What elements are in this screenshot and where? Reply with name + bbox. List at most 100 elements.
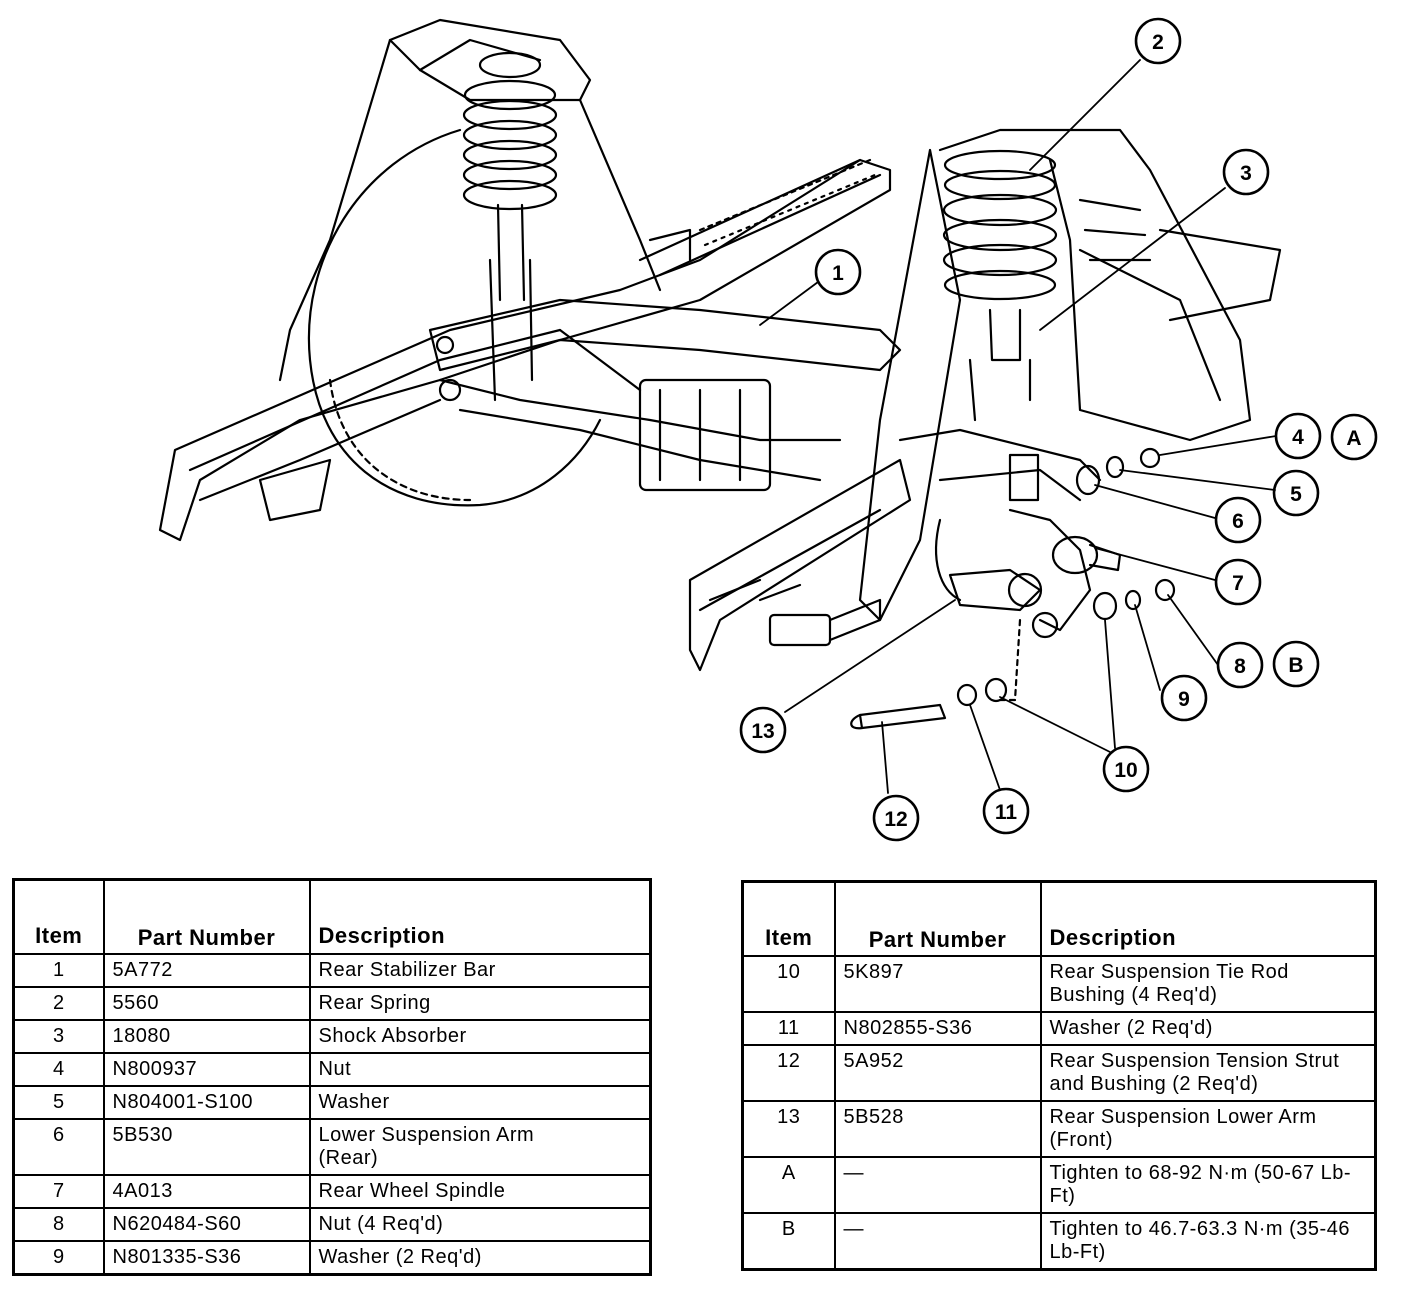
callouts: 1 2 3 4 5 6 7 8 9 10 11 12 13 A B bbox=[739, 17, 1378, 842]
left-frame-rail bbox=[158, 158, 892, 542]
callout-9: 9 bbox=[1160, 674, 1208, 722]
header-description: Description bbox=[308, 878, 652, 955]
callout-4: 4 bbox=[1274, 412, 1322, 460]
row-part-number: 5K897 bbox=[833, 955, 1042, 1013]
svg-text:2: 2 bbox=[1152, 31, 1164, 54]
row-description: Shock Absorber bbox=[308, 1019, 652, 1054]
row-item: 7 bbox=[12, 1174, 105, 1209]
row-item: A bbox=[741, 1156, 836, 1214]
row-description: Rear Suspension Tie Rod Bushing (4 Req'd… bbox=[1039, 955, 1377, 1013]
row-part-number: 5B528 bbox=[833, 1100, 1042, 1158]
row-description: Nut bbox=[308, 1052, 652, 1087]
callout-11: 11 bbox=[982, 787, 1030, 835]
row-description: Rear Suspension Tension Strut and Bushin… bbox=[1039, 1044, 1377, 1102]
table-header: Item Part Number Description bbox=[741, 880, 1377, 957]
row-item: 5 bbox=[12, 1085, 105, 1120]
row-description: Rear Spring bbox=[308, 986, 652, 1021]
row-item: 8 bbox=[12, 1207, 105, 1242]
row-item: B bbox=[741, 1212, 836, 1271]
row-item: 1 bbox=[12, 953, 105, 988]
svg-text:7: 7 bbox=[1232, 572, 1244, 595]
exploded-hardware bbox=[850, 447, 1176, 730]
row-item: 10 bbox=[741, 955, 836, 1013]
svg-text:12: 12 bbox=[884, 808, 907, 831]
rear-axle-assembly bbox=[428, 298, 902, 492]
lower-rail bbox=[688, 458, 912, 672]
row-part-number: N800937 bbox=[102, 1052, 311, 1087]
row-description: Tighten to 68-92 N·m (50-67 Lb-Ft) bbox=[1039, 1156, 1377, 1214]
row-part-number: 4A013 bbox=[102, 1174, 311, 1209]
row-description: Tighten to 46.7-63.3 N·m (35-46 Lb-Ft) bbox=[1039, 1212, 1377, 1271]
suspension-diagram: 1 2 3 4 5 6 7 8 9 10 11 12 13 A B bbox=[158, 17, 1378, 842]
left-wheel-well bbox=[307, 128, 602, 507]
table-row: A—Tighten to 68-92 N·m (50-67 Lb-Ft) bbox=[741, 1156, 1377, 1214]
row-description: Washer bbox=[308, 1085, 652, 1120]
row-part-number: 5B530 bbox=[102, 1118, 311, 1176]
table-header: Item Part Number Description bbox=[12, 878, 652, 955]
row-part-number: — bbox=[833, 1212, 1042, 1271]
right-coil-spring bbox=[942, 149, 1058, 422]
header-description: Description bbox=[1039, 880, 1377, 957]
svg-text:3: 3 bbox=[1240, 162, 1252, 185]
svg-text:9: 9 bbox=[1178, 688, 1190, 711]
row-item: 12 bbox=[741, 1044, 836, 1102]
callout-8: 8 bbox=[1216, 641, 1264, 689]
callout-13: 13 bbox=[739, 706, 787, 754]
svg-text:6: 6 bbox=[1232, 510, 1244, 533]
callout-1: 1 bbox=[814, 248, 862, 296]
svg-text:11: 11 bbox=[995, 801, 1018, 824]
right-shock-tower bbox=[938, 128, 1282, 442]
row-description: Rear Suspension Lower Arm (Front) bbox=[1039, 1100, 1377, 1158]
svg-text:A: A bbox=[1346, 427, 1361, 450]
row-item: 6 bbox=[12, 1118, 105, 1176]
header-item: Item bbox=[741, 880, 836, 957]
row-description: Rear Stabilizer Bar bbox=[308, 953, 652, 988]
left-coil-spring bbox=[462, 79, 558, 402]
callout-12: 12 bbox=[872, 794, 920, 842]
left-shock-tower bbox=[278, 18, 662, 382]
svg-text:B: B bbox=[1288, 654, 1303, 677]
row-item: 3 bbox=[12, 1019, 105, 1054]
callout-B: B bbox=[1272, 640, 1320, 688]
callout-5: 5 bbox=[1272, 469, 1320, 517]
svg-text:5: 5 bbox=[1290, 483, 1302, 506]
row-item: 9 bbox=[12, 1240, 105, 1276]
svg-text:4: 4 bbox=[1292, 426, 1304, 449]
row-part-number: 5560 bbox=[102, 986, 311, 1021]
row-item: 11 bbox=[741, 1011, 836, 1046]
svg-text:10: 10 bbox=[1114, 759, 1137, 782]
row-item: 13 bbox=[741, 1100, 836, 1158]
row-part-number: — bbox=[833, 1156, 1042, 1214]
row-part-number: N801335-S36 bbox=[102, 1240, 311, 1276]
header-item: Item bbox=[12, 878, 105, 955]
callout-2: 2 bbox=[1134, 17, 1182, 65]
svg-text:1: 1 bbox=[832, 262, 844, 285]
callout-6: 6 bbox=[1214, 496, 1262, 544]
callout-7: 7 bbox=[1214, 558, 1262, 606]
leader-lines bbox=[759, 59, 1277, 794]
row-description: Rear Wheel Spindle bbox=[308, 1174, 652, 1209]
callout-3: 3 bbox=[1222, 148, 1270, 196]
right-spindle-and-arms bbox=[858, 148, 1122, 639]
row-item: 2 bbox=[12, 986, 105, 1021]
row-item: 4 bbox=[12, 1052, 105, 1087]
header-part-number: Part Number bbox=[833, 880, 1042, 957]
svg-text:8: 8 bbox=[1234, 655, 1246, 678]
row-part-number: N802855-S36 bbox=[833, 1011, 1042, 1046]
row-description: Lower Suspension Arm (Rear) bbox=[308, 1118, 652, 1176]
header-part-number: Part Number bbox=[102, 878, 311, 955]
row-part-number: N804001-S100 bbox=[102, 1085, 311, 1120]
